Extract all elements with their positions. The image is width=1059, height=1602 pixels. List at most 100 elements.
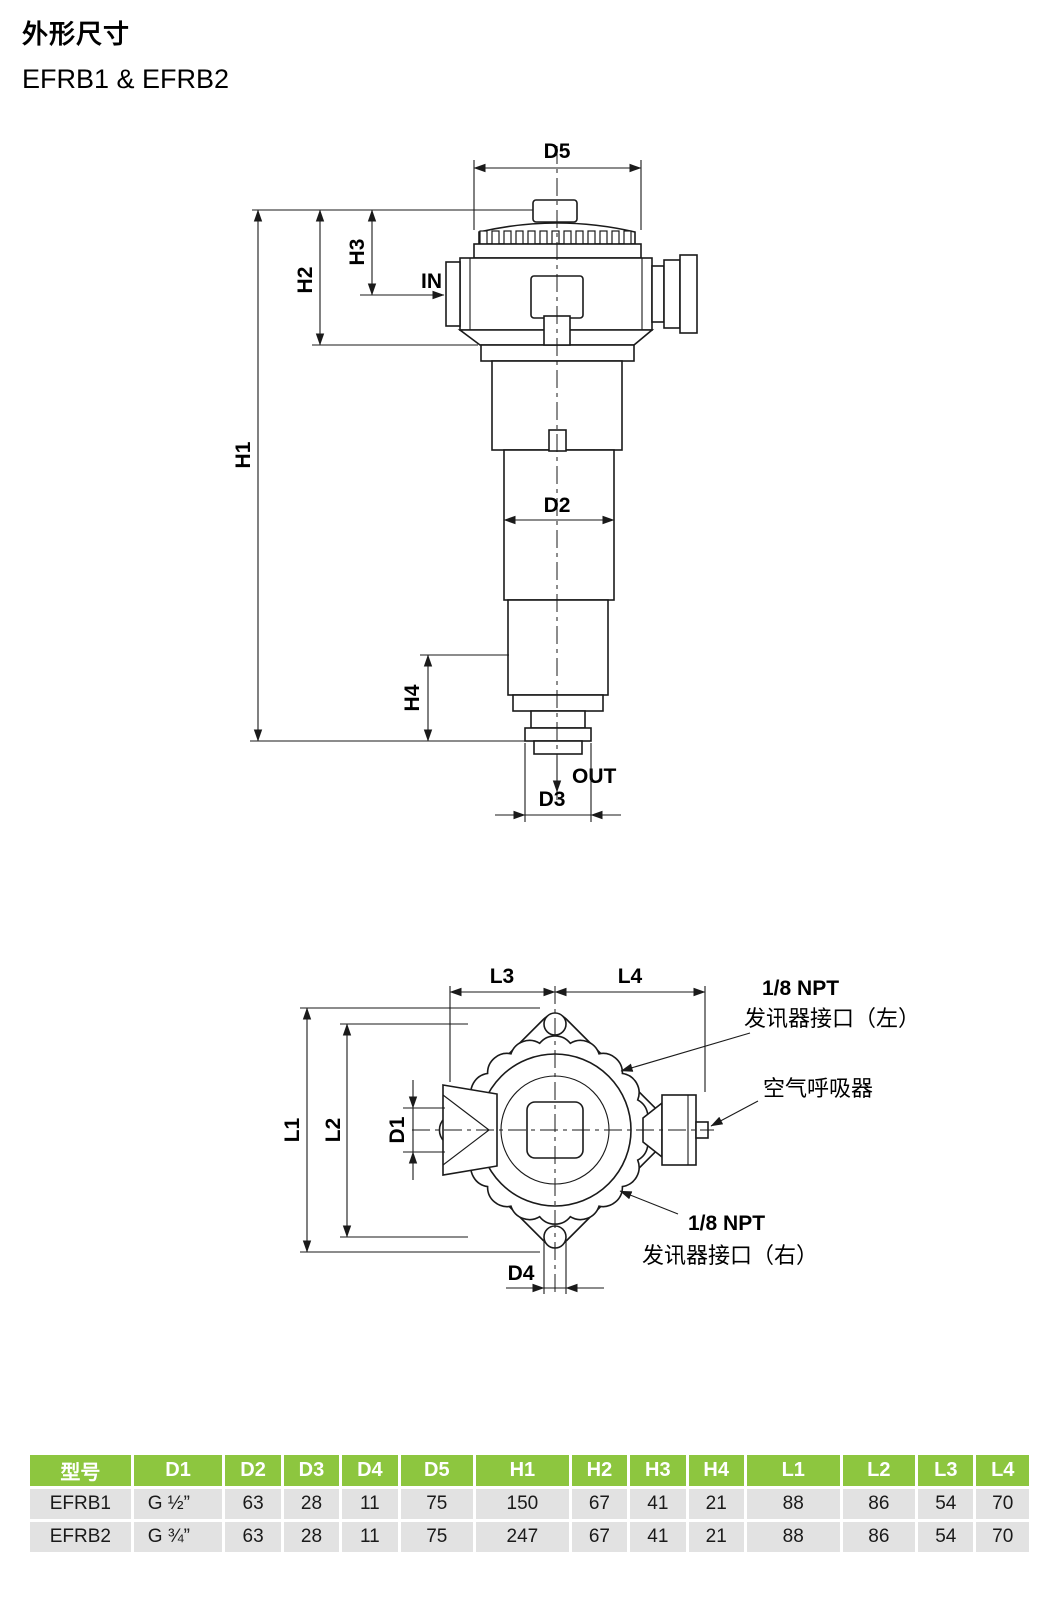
dim-label-h2: H2 [294, 267, 317, 294]
dim-h3: H3 [346, 209, 377, 296]
bowl-bottom-cap [512, 694, 604, 712]
cell-l4: 70 [976, 1489, 1029, 1519]
top-view-svg: L3 L4 L1 L2 D1 [281, 965, 920, 1294]
cell-l3: 54 [918, 1489, 974, 1519]
dim-label-l2: L2 [322, 1118, 345, 1143]
dim-d1: D1 [386, 1080, 445, 1180]
breather-cap [679, 254, 698, 334]
spec-table: 型号 D1 D2 D3 D4 D5 H1 H2 H3 H4 L1 L2 L3 L… [27, 1452, 1032, 1555]
npt-right-leader [619, 1190, 679, 1215]
dim-label-h3: H3 [346, 239, 369, 266]
annotation-breather: 空气呼吸器 [710, 1076, 873, 1127]
page-subtitle: EFRB1 & EFRB2 [22, 64, 230, 94]
header-h3: H3 [630, 1455, 686, 1486]
dim-label-l1: L1 [281, 1117, 304, 1142]
outlet-tube [533, 740, 583, 755]
cell-d2: 63 [225, 1522, 281, 1552]
npt-right-title: 1/8 NPT [688, 1212, 765, 1235]
breather-step [651, 265, 665, 323]
in-label: IN [421, 270, 442, 293]
breather-label: 空气呼吸器 [763, 1076, 873, 1101]
cell-d4: 11 [342, 1522, 398, 1552]
dim-label-d5: D5 [544, 140, 571, 163]
filter-front-drawing [445, 146, 698, 800]
dim-d2: D2 [503, 494, 615, 525]
cell-d5: 75 [400, 1489, 474, 1519]
cell-d3: 28 [283, 1489, 340, 1519]
header-d1: D1 [133, 1455, 223, 1486]
npt-left-leader [620, 1032, 751, 1072]
out-port-callout: OUT [552, 756, 617, 793]
dim-label-l4: L4 [618, 965, 643, 988]
in-port-callout: IN [360, 270, 445, 300]
dim-label-d2: D2 [544, 494, 571, 517]
annotation-npt-left: 1/8 NPT 发讯器接口（左） [620, 977, 920, 1072]
cell-d2: 63 [225, 1489, 281, 1519]
dim-d4: D4 [506, 1242, 604, 1294]
dim-l2: L2 [322, 1023, 468, 1238]
table-header-row: 型号 D1 D2 D3 D4 D5 H1 H2 H3 H4 L1 L2 L3 L… [30, 1455, 1029, 1486]
dim-label-d1: D1 [386, 1116, 409, 1143]
cell-d3: 28 [283, 1522, 340, 1552]
outlet-step [530, 710, 586, 729]
cell-d1: G ¾” [133, 1522, 223, 1552]
breather-body [663, 259, 681, 329]
dim-d3: D3 [495, 743, 621, 822]
cell-h2: 67 [571, 1489, 628, 1519]
cell-h1: 247 [476, 1522, 569, 1552]
header-l1: L1 [746, 1455, 840, 1486]
cell-d4: 11 [342, 1489, 398, 1519]
cell-h4: 21 [688, 1489, 744, 1519]
header-l2: L2 [842, 1455, 916, 1486]
page-title: 外形尺寸 [22, 19, 131, 49]
cell-model: EFRB1 [30, 1489, 131, 1519]
cell-h4: 21 [688, 1522, 744, 1552]
cell-h3: 41 [630, 1489, 686, 1519]
dim-label-h4: H4 [401, 684, 424, 711]
front-view-svg: D5 H2 H3 H1 IN D2 H4 [232, 140, 698, 822]
in-port [445, 261, 461, 327]
cell-l2: 86 [842, 1522, 916, 1552]
header-d5: D5 [400, 1455, 474, 1486]
cell-d5: 75 [400, 1522, 474, 1552]
header-h2: H2 [571, 1455, 628, 1486]
cell-d1: G ½” [133, 1489, 223, 1519]
bowl-middle [503, 449, 615, 601]
dim-l1: L1 [281, 1007, 540, 1253]
cap-knob [532, 199, 578, 223]
dim-label-h1: H1 [232, 441, 255, 468]
cell-model: EFRB2 [30, 1522, 131, 1552]
header-h4: H4 [688, 1455, 744, 1486]
annotation-npt-right: 1/8 NPT 发讯器接口（右） [619, 1190, 818, 1268]
header-d2: D2 [225, 1455, 281, 1486]
dim-label-d4: D4 [508, 1262, 535, 1285]
dim-d5: D5 [473, 140, 642, 230]
npt-right-sub: 发讯器接口（右） [642, 1243, 818, 1268]
cell-l4: 70 [976, 1522, 1029, 1552]
outlet-flange [524, 727, 592, 742]
header-h1: H1 [476, 1455, 569, 1486]
header-l3: L3 [918, 1455, 974, 1486]
table-row: EFRB2 G ¾” 63 28 11 75 247 67 41 21 88 8… [30, 1522, 1029, 1552]
dim-h1: H1 [232, 209, 532, 742]
breather-leader [710, 1100, 759, 1127]
bowl-lower [507, 599, 609, 696]
cell-l1: 88 [746, 1489, 840, 1519]
cell-l2: 86 [842, 1489, 916, 1519]
dim-label-l3: L3 [490, 965, 515, 988]
cell-h1: 150 [476, 1489, 569, 1519]
header-d4: D4 [342, 1455, 398, 1486]
header-d3: D3 [283, 1455, 340, 1486]
dim-label-d3: D3 [539, 788, 566, 811]
npt-left-title: 1/8 NPT [762, 977, 839, 1000]
cell-h2: 67 [571, 1522, 628, 1552]
dim-h4: H4 [401, 654, 509, 742]
cell-l3: 54 [918, 1522, 974, 1552]
npt-left-sub: 发讯器接口（左） [744, 1006, 920, 1031]
cell-h3: 41 [630, 1522, 686, 1552]
header-model: 型号 [30, 1455, 131, 1486]
out-label: OUT [572, 765, 617, 788]
dim-h2: H2 [294, 209, 478, 346]
cell-l1: 88 [746, 1522, 840, 1552]
